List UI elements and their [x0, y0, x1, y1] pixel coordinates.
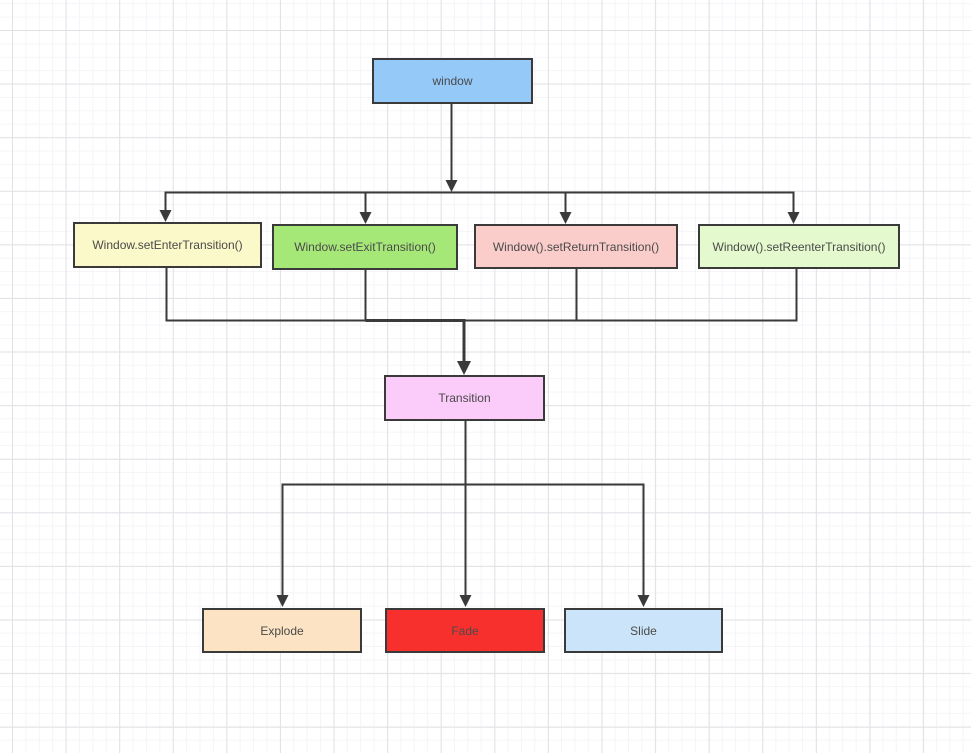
- node-set-enter-transition-label: Window.setEnterTransition(): [92, 238, 243, 252]
- node-set-return-transition[interactable]: Window().setReturnTransition(): [474, 224, 678, 269]
- node-set-reenter-transition-label: Window().setReenterTransition(): [712, 239, 886, 254]
- node-set-exit-transition-label: Window.setExitTransition(): [294, 240, 436, 254]
- node-transition[interactable]: Transition: [384, 375, 545, 421]
- node-slide[interactable]: Slide: [564, 608, 723, 653]
- node-fade[interactable]: Fade: [385, 608, 545, 653]
- node-window-label: window: [432, 74, 473, 88]
- node-set-return-transition-label: Window().setReturnTransition(): [492, 239, 660, 254]
- node-set-exit-transition[interactable]: Window.setExitTransition(): [272, 224, 458, 270]
- node-explode[interactable]: Explode: [202, 608, 362, 653]
- node-fade-label: Fade: [451, 623, 479, 638]
- node-slide-label: Slide: [630, 623, 657, 638]
- node-transition-label: Transition: [438, 391, 491, 405]
- node-window[interactable]: window: [372, 58, 533, 104]
- node-set-enter-transition[interactable]: Window.setEnterTransition(): [73, 222, 262, 268]
- node-explode-label: Explode: [260, 623, 304, 638]
- node-set-reenter-transition[interactable]: Window().setReenterTransition(): [698, 224, 900, 269]
